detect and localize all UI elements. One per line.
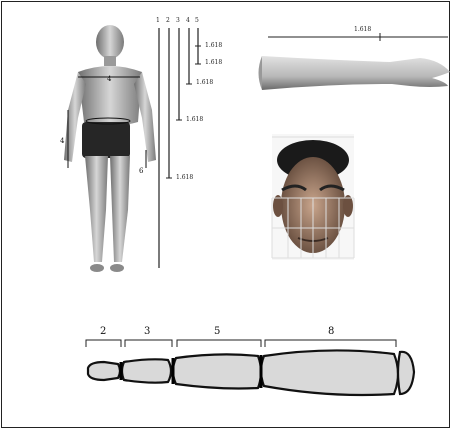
middle-phalanx — [122, 359, 171, 382]
finger-segment-label-5: 5 — [214, 326, 220, 337]
metacarpal — [261, 350, 398, 395]
finger-brackets — [86, 340, 396, 347]
ruler-column-label-1: 1 — [156, 17, 160, 24]
torso-label: 4 — [60, 137, 65, 145]
ratio-label-2: 1.618 — [205, 59, 222, 66]
ruler-column-label-5: 5 — [195, 17, 199, 24]
finger-segment-label-8: 8 — [328, 326, 334, 337]
ratio-ruler — [159, 28, 201, 268]
ruler-column-label-4: 4 — [186, 17, 190, 24]
proximal-phalanx — [173, 354, 261, 388]
ratio-label-1: 1.618 — [205, 42, 222, 49]
ruler-column-label-2: 2 — [166, 17, 170, 24]
ratio-label-3: 1.618 — [196, 79, 213, 86]
finger-segment-label-3: 3 — [144, 326, 150, 337]
ratio-label-4: 1.618 — [186, 116, 203, 123]
carpal-stub — [398, 352, 414, 394]
finger-bones — [88, 350, 414, 395]
ruler-column-label-3: 3 — [176, 17, 180, 24]
ratio-label-5: 1.618 — [176, 174, 193, 181]
distal-phalanx — [88, 362, 120, 380]
shoulder-label: 4 — [107, 75, 112, 83]
finger-segment-label-2: 2 — [100, 326, 106, 337]
arm-image — [259, 56, 451, 90]
human-figure — [64, 25, 156, 272]
hip-label: 6 — [139, 167, 144, 175]
arm-ratio-label: 1.618 — [354, 26, 371, 33]
